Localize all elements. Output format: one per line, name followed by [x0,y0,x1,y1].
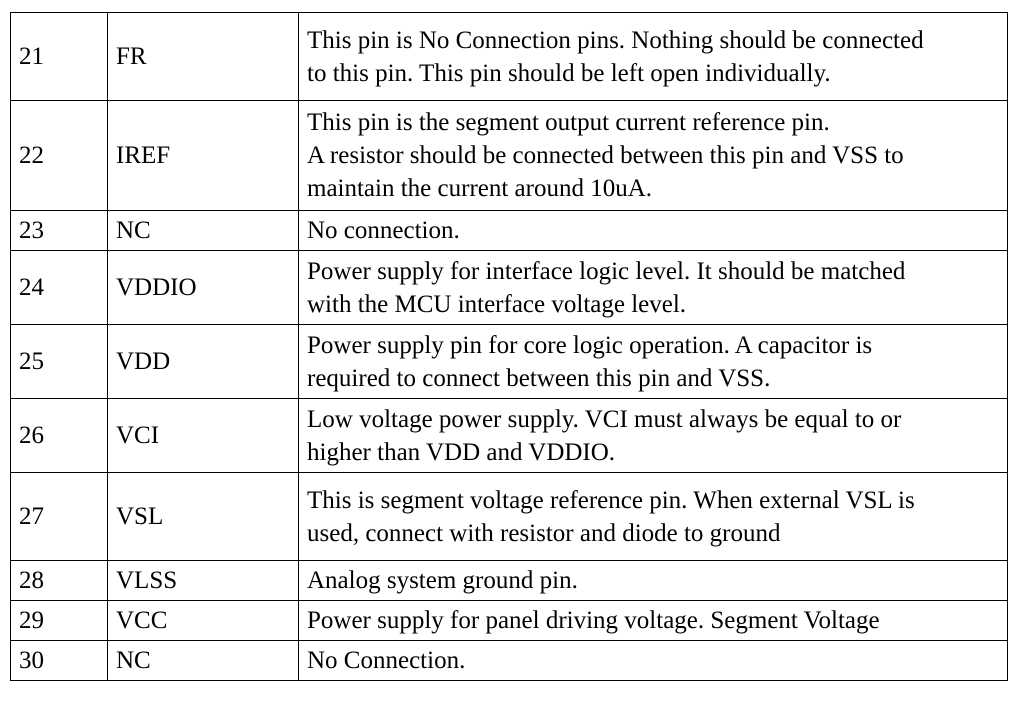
description-line: Power supply for panel driving voltage. … [307,607,880,634]
pin-number-cell: 28 [10,560,108,601]
pin-description-cell: This is segment voltage reference pin. W… [298,472,1008,561]
pin-description-cell: Analog system ground pin. [298,560,1008,601]
description-line: with the MCU interface voltage level. [307,290,687,318]
pin-name-cell: VLSS [107,560,299,601]
pin-name-cell: VCC [107,600,299,641]
pin-description-cell: No connection. [298,210,1008,251]
pin-number-cell: 21 [10,12,108,101]
description-line: Low voltage power supply. VCI must alway… [307,405,902,433]
description-line: higher than VDD and VDDIO. [307,438,616,466]
pin-number-cell: 29 [10,600,108,641]
pin-name-cell: VDDIO [107,250,299,325]
pin-name-cell: FR [107,12,299,101]
pin-number-cell: 27 [10,472,108,561]
description-line: required to connect between this pin and… [307,364,771,392]
description-line: A resistor should be connected between t… [307,142,904,169]
description-line: No connection. [307,217,460,244]
pin-description-cell: Power supply pin for core logic operatio… [298,324,1008,399]
pin-number-cell: 22 [10,100,108,211]
pin-name-cell: VDD [107,324,299,399]
description-line: This pin is the segment output current r… [307,109,830,136]
pin-description-cell: Low voltage power supply. VCI must alway… [298,398,1008,473]
description-line: Power supply pin for core logic operatio… [307,331,873,359]
description-line: maintain the current around 10uA. [307,175,653,202]
pin-number-cell: 25 [10,324,108,399]
pin-number-cell: 24 [10,250,108,325]
description-line: Power supply for interface logic level. … [307,257,906,285]
description-line: No Connection. [307,647,466,674]
description-line: Analog system ground pin. [307,567,578,594]
pin-description-cell: This pin is No Connection pins. Nothing … [298,12,1008,101]
pin-number-cell: 23 [10,210,108,251]
pin-name-cell: VSL [107,472,299,561]
pin-description-cell: This pin is the segment output current r… [298,100,1008,211]
description-line: This is segment voltage reference pin. W… [307,486,915,514]
pin-number-cell: 26 [10,398,108,473]
pin-name-cell: VCI [107,398,299,473]
pin-description-cell: Power supply for interface logic level. … [298,250,1008,325]
pin-name-cell: NC [107,640,299,681]
description-line: This pin is No Connection pins. Nothing … [307,26,924,54]
pin-description-cell: Power supply for panel driving voltage. … [298,600,1008,641]
pin-name-cell: NC [107,210,299,251]
pin-description-cell: No Connection. [298,640,1008,681]
pin-name-cell: IREF [107,100,299,211]
pin-number-cell: 30 [10,640,108,681]
description-line: to this pin. This pin should be left ope… [307,59,831,87]
description-line: used, connect with resistor and diode to… [307,519,781,547]
